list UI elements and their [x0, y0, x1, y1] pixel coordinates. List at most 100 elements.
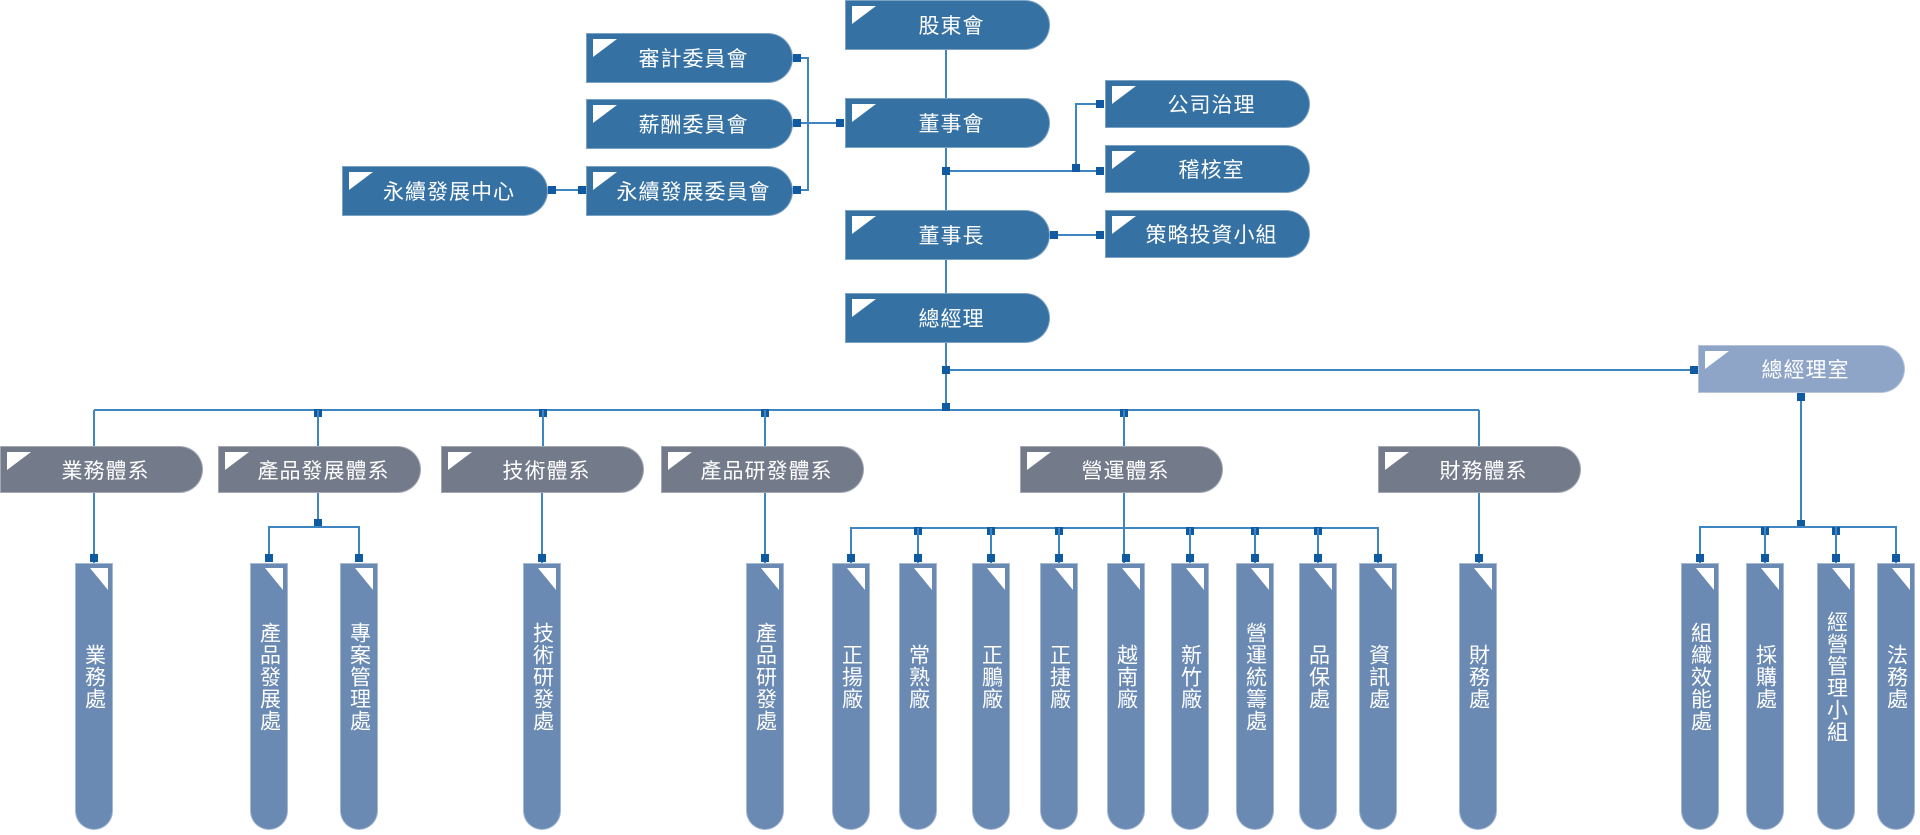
node-label: 營運體系 — [1081, 458, 1170, 483]
node-label: 策略投資小組 — [1145, 223, 1278, 247]
node-sustainability-center[interactable]: 永續發展中心 — [342, 166, 548, 216]
corner-marker-icon — [448, 452, 472, 470]
junction-marker — [761, 554, 769, 562]
node-dept-procurement[interactable]: 採購處 — [1746, 563, 1784, 830]
node-dept-zhengjie-plant[interactable]: 正捷廠 — [1040, 563, 1078, 830]
corner-marker-icon — [852, 6, 876, 24]
node-system-technology[interactable]: 技術體系 — [441, 446, 644, 493]
junction-marker — [942, 167, 950, 175]
corner-marker-icon — [1705, 351, 1729, 369]
node-dept-hsinchu-plant[interactable]: 新竹廠 — [1171, 563, 1209, 830]
node-label: 法務處 — [1884, 643, 1909, 710]
node-label: 經營管理小組 — [1824, 610, 1849, 743]
corner-marker-icon — [1892, 568, 1910, 590]
junction-marker — [1797, 520, 1805, 528]
node-label: 公司治理 — [1167, 93, 1256, 117]
corner-marker-icon — [1314, 568, 1332, 590]
junction-marker — [548, 186, 556, 194]
junction-marker — [355, 554, 363, 562]
junction-marker — [987, 554, 995, 562]
node-dept-product-development[interactable]: 產品發展處 — [250, 563, 288, 830]
node-label: 產品發展體系 — [257, 458, 390, 483]
corner-marker-icon — [1385, 452, 1409, 470]
corner-marker-icon — [7, 452, 31, 470]
node-system-product-rd[interactable]: 產品研發體系 — [661, 446, 864, 493]
node-label: 專案管理處 — [347, 621, 372, 732]
corner-marker-icon — [538, 568, 556, 590]
corner-marker-icon — [593, 39, 617, 57]
node-label: 產品發展處 — [257, 621, 282, 732]
corner-marker-icon — [1112, 151, 1136, 169]
corner-marker-icon — [1122, 568, 1140, 590]
node-board[interactable]: 董事會 — [845, 98, 1050, 148]
junction-marker — [1122, 554, 1130, 562]
node-corporate-governance[interactable]: 公司治理 — [1105, 80, 1310, 128]
node-strategic-investment[interactable]: 策略投資小組 — [1105, 210, 1310, 258]
node-label: 股東會 — [918, 14, 985, 38]
node-dept-org-effectiveness[interactable]: 組織效能處 — [1681, 563, 1719, 830]
node-label: 正揚廠 — [839, 643, 864, 710]
node-dept-finance[interactable]: 財務處 — [1459, 563, 1497, 830]
node-dept-sales[interactable]: 業務處 — [75, 563, 113, 830]
node-dept-business-management[interactable]: 經營管理小組 — [1817, 563, 1855, 830]
junction-marker — [1374, 554, 1382, 562]
junction-marker — [1761, 554, 1769, 562]
junction-marker — [314, 519, 322, 527]
junction-marker — [1186, 554, 1194, 562]
node-label: 新竹廠 — [1178, 643, 1203, 710]
node-president-office[interactable]: 總經理室 — [1698, 345, 1905, 393]
junction-marker — [847, 554, 855, 562]
node-system-product-development[interactable]: 產品發展體系 — [218, 446, 421, 493]
node-president[interactable]: 總經理 — [845, 293, 1050, 343]
node-dept-vietnam-plant[interactable]: 越南廠 — [1107, 563, 1145, 830]
node-audit-committee[interactable]: 審計委員會 — [586, 33, 793, 83]
junction-marker — [1314, 554, 1322, 562]
node-label: 董事會 — [918, 112, 985, 136]
junction-marker — [914, 554, 922, 562]
junction-marker — [1096, 100, 1104, 108]
node-system-operations[interactable]: 營運體系 — [1020, 446, 1223, 493]
node-shareholders[interactable]: 股東會 — [845, 0, 1050, 50]
node-dept-changshu-plant[interactable]: 常熟廠 — [899, 563, 937, 830]
corner-marker-icon — [1832, 568, 1850, 590]
junction-marker — [1892, 554, 1900, 562]
node-label: 財務處 — [1466, 643, 1491, 710]
connector-line — [1075, 103, 1100, 171]
node-label: 營運統籌處 — [1243, 621, 1268, 732]
node-label: 業務體系 — [61, 458, 150, 483]
node-dept-product-rd[interactable]: 產品研發處 — [746, 563, 784, 830]
node-system-finance[interactable]: 財務體系 — [1378, 446, 1581, 493]
node-compensation-committee[interactable]: 薪酬委員會 — [586, 99, 793, 149]
node-dept-project-management[interactable]: 專案管理處 — [340, 563, 378, 830]
node-label: 永續發展中心 — [383, 180, 515, 204]
node-label: 常熟廠 — [906, 643, 931, 710]
junction-marker — [90, 554, 98, 562]
node-label: 技術研發處 — [530, 621, 555, 732]
node-label: 技術體系 — [502, 458, 591, 483]
junction-marker — [1696, 554, 1704, 562]
node-system-sales[interactable]: 業務體系 — [0, 446, 203, 493]
corner-marker-icon — [668, 452, 692, 470]
node-dept-information[interactable]: 資訊處 — [1359, 563, 1397, 830]
node-label: 品保處 — [1306, 643, 1331, 710]
node-dept-zhengpeng-plant[interactable]: 正鵬廠 — [972, 563, 1010, 830]
corner-marker-icon — [1474, 568, 1492, 590]
node-dept-operations-coordination[interactable]: 營運統籌處 — [1236, 563, 1274, 830]
corner-marker-icon — [987, 568, 1005, 590]
node-dept-legal[interactable]: 法務處 — [1877, 563, 1915, 830]
node-sustainability-committee[interactable]: 永續發展委員會 — [586, 166, 793, 216]
node-chairman[interactable]: 董事長 — [845, 210, 1050, 260]
node-label: 財務體系 — [1439, 458, 1528, 483]
junction-marker — [793, 54, 801, 62]
node-label: 總經理 — [918, 307, 985, 331]
junction-marker — [1055, 554, 1063, 562]
node-audit-office[interactable]: 稽核室 — [1105, 145, 1310, 193]
node-label: 採購處 — [1753, 643, 1778, 710]
node-label: 產品研發體系 — [700, 458, 833, 483]
node-dept-technology-rd[interactable]: 技術研發處 — [523, 563, 561, 830]
junction-marker — [793, 186, 801, 194]
node-dept-zhengyang-plant[interactable]: 正揚廠 — [832, 563, 870, 830]
junction-marker — [538, 554, 546, 562]
node-dept-quality-assurance[interactable]: 品保處 — [1299, 563, 1337, 830]
